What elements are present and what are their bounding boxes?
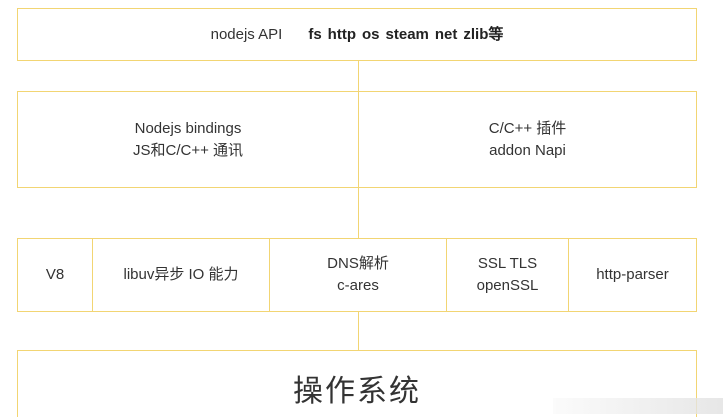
nodejs-api-layer: nodejs API fs http os steam net zlib等	[17, 8, 697, 61]
watermark-blur	[553, 398, 723, 414]
libuv-label: libuv异步 IO 能力	[123, 266, 239, 283]
dns-subtitle: c-ares	[337, 277, 379, 294]
http-parser-box: http-parser	[568, 238, 697, 312]
v8-box: V8	[17, 238, 93, 312]
module-os: os	[362, 25, 380, 43]
api-label: nodejs API	[210, 25, 283, 43]
module-http: http	[327, 25, 356, 43]
bindings-title: Nodejs bindings	[134, 119, 242, 137]
addon-subtitle: addon Napi	[489, 141, 566, 159]
connector-deps-to-os	[358, 312, 359, 350]
connector-api-to-bindings	[358, 61, 359, 91]
ssl-box: SSL TLS openSSL	[446, 238, 569, 312]
ssl-title: SSL TLS	[477, 255, 538, 272]
connector-bindings-to-deps	[358, 188, 359, 238]
dns-title: DNS解析	[327, 255, 389, 272]
libuv-box: libuv异步 IO 能力	[92, 238, 270, 312]
ssl-subtitle: openSSL	[476, 277, 539, 294]
cpp-addon-layer: C/C++ 插件 addon Napi	[358, 91, 697, 188]
nodejs-bindings-layer: Nodejs bindings JS和C/C++ 通讯	[17, 91, 359, 188]
os-label: 操作系统	[293, 375, 421, 408]
module-steam: steam	[385, 25, 429, 43]
dns-box: DNS解析 c-ares	[269, 238, 447, 312]
module-zlib: zlib等	[463, 25, 504, 43]
operating-system-layer: 操作系统	[17, 350, 697, 417]
bindings-subtitle: JS和C/C++ 通讯	[132, 141, 244, 159]
module-net: net	[434, 25, 458, 43]
http-parser-label: http-parser	[596, 266, 669, 283]
addon-title: C/C++ 插件	[488, 119, 567, 137]
v8-label: V8	[45, 266, 65, 283]
module-fs: fs	[308, 25, 322, 43]
